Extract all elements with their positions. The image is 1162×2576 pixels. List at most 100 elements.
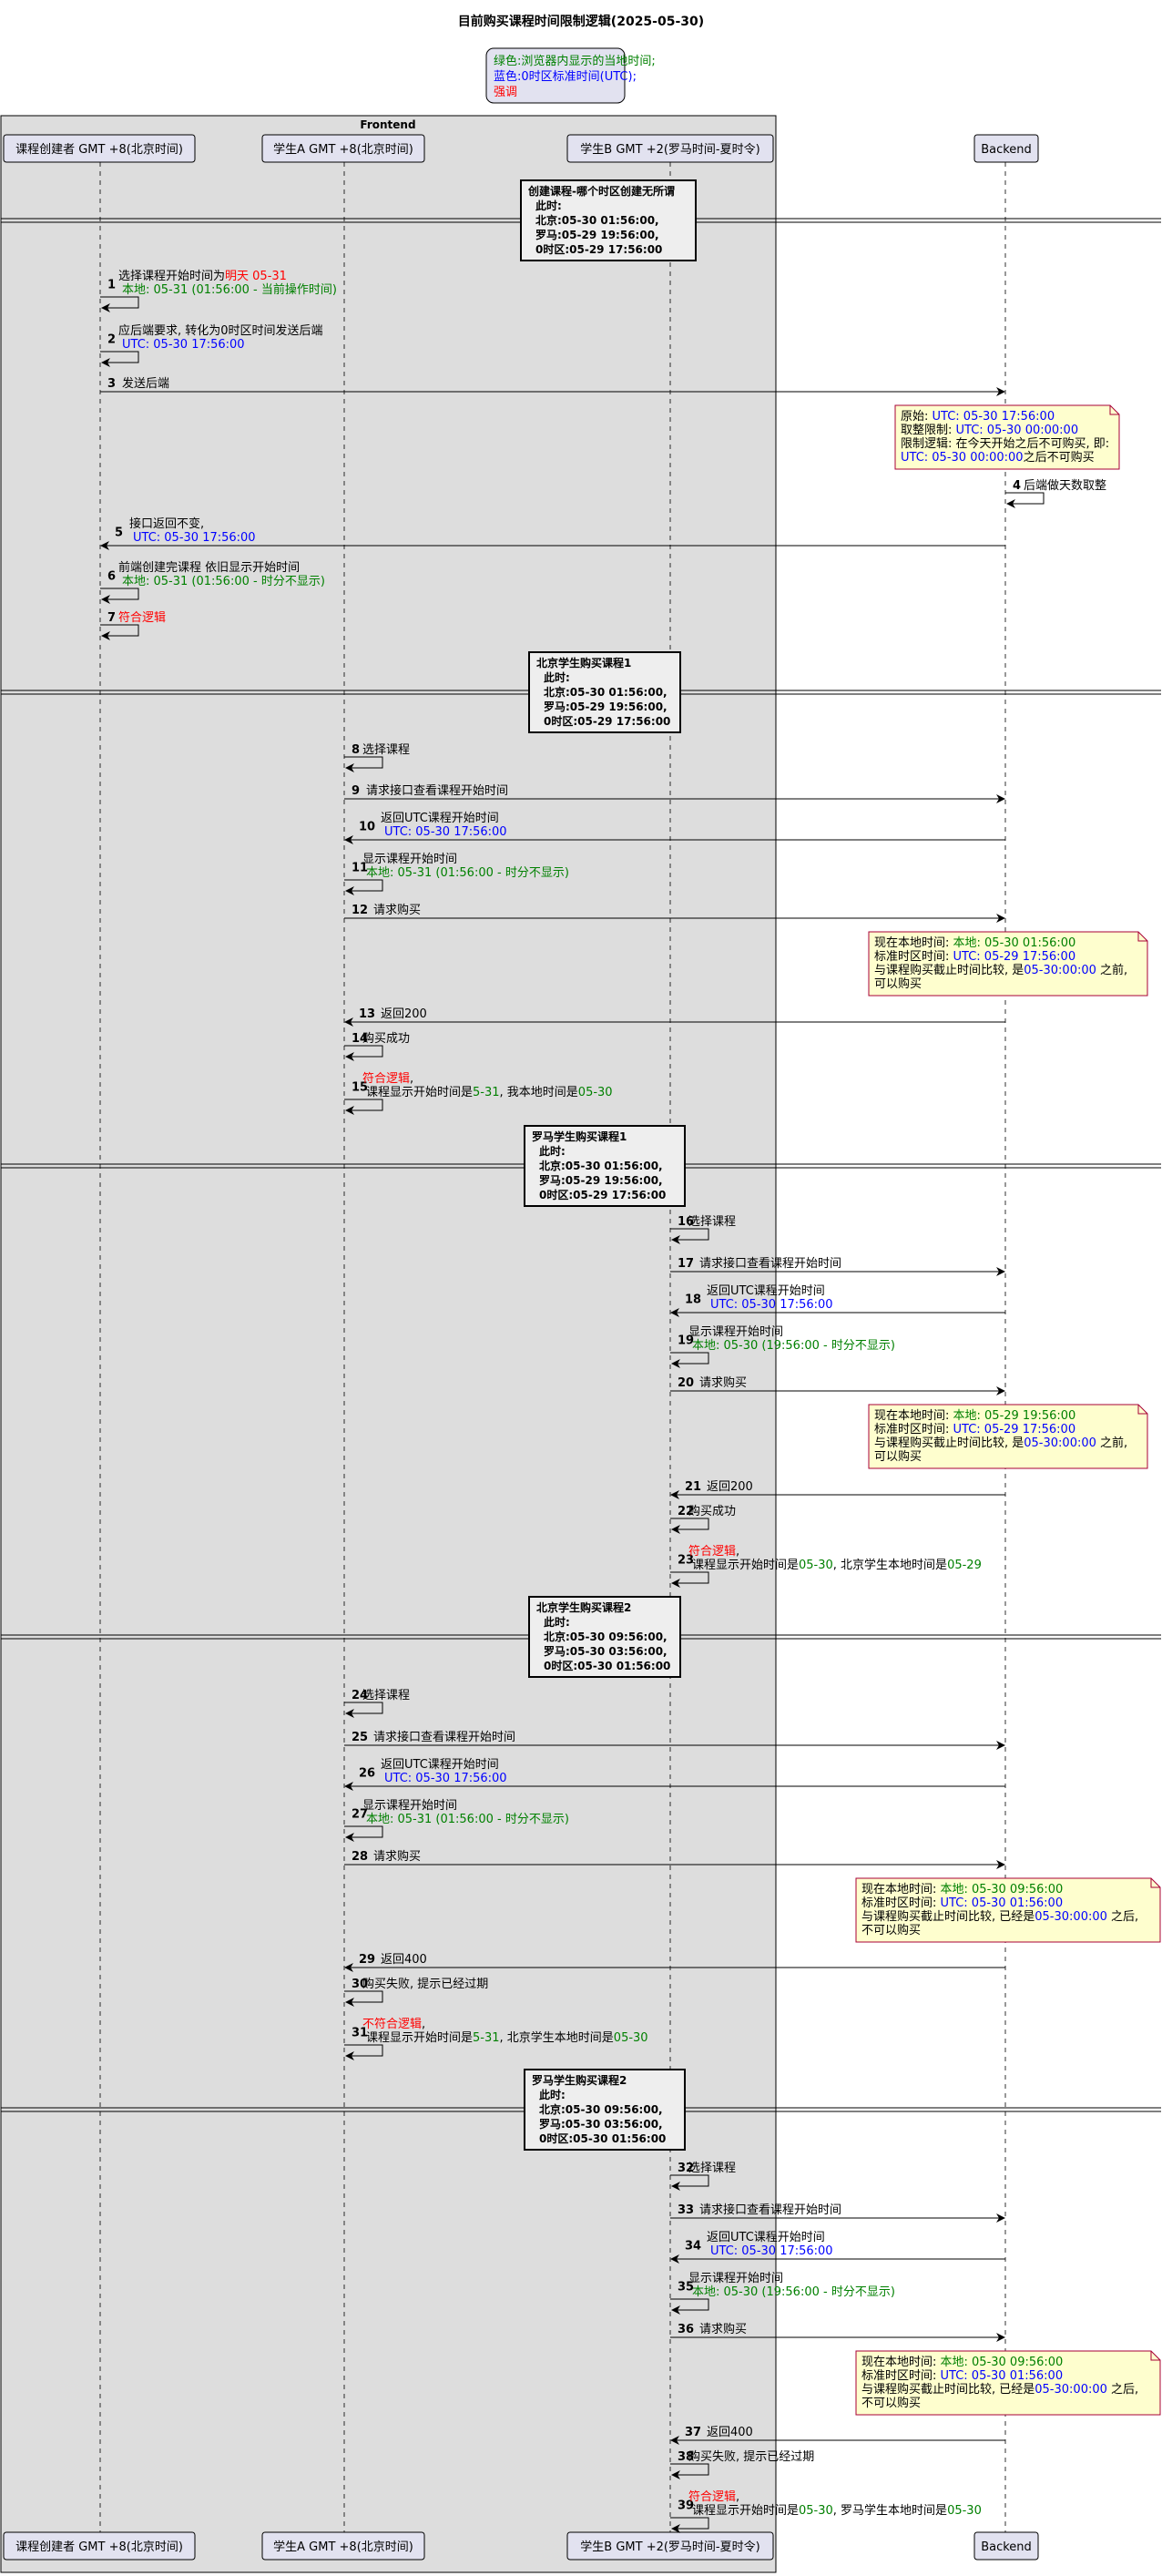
- text-segment: 发送后端: [122, 376, 169, 391]
- text-segment: UTC: 05-30 17:56:00: [133, 531, 256, 545]
- message-number: 20: [678, 1376, 694, 1390]
- text-segment: 返回UTC课程开始时间: [381, 812, 499, 825]
- message-number: 34: [685, 2240, 701, 2254]
- text-segment: 明天 05-31: [225, 270, 287, 283]
- message-number: 6: [107, 570, 116, 584]
- text-segment: ,: [736, 1545, 739, 1559]
- message-number: 23: [678, 1554, 694, 1568]
- text-segment: 请求购买: [373, 903, 421, 917]
- message-label: 符合逻辑,课程显示开始时间是05-30, 北京学生本地时间是05-29: [688, 1544, 982, 1572]
- text-segment: UTC: 05-30 17:56:00: [384, 825, 507, 839]
- text-segment: 之前,: [1096, 1436, 1127, 1450]
- text-segment: UTC: 05-30 00:00:00: [901, 451, 1024, 465]
- text-segment: 显示课程开始时间: [362, 1799, 457, 1813]
- text-segment: 后端做天数取整: [1024, 479, 1106, 493]
- participant-stuA-bottom: 学生A GMT +8(北京时间): [261, 2531, 425, 2561]
- text-segment: 标准时区时间:: [874, 1423, 953, 1436]
- text-segment: 返回200: [381, 1007, 427, 1021]
- text-segment: 不符合逻辑: [362, 2017, 422, 2031]
- text-segment: 5-31: [473, 2031, 500, 2045]
- message-label: 选择课程: [688, 1215, 736, 1229]
- text-segment: 选择课程: [688, 2162, 736, 2175]
- message-number: 30: [352, 1978, 368, 1991]
- message-number: 35: [678, 2281, 694, 2295]
- message-label: 显示课程开始时间本地: 05-30 (19:56:00 - 时分不显示): [688, 1325, 895, 1353]
- legend-item: 强调: [494, 86, 517, 99]
- message-label: 不符合逻辑,课程显示开始时间是5-31, 北京学生本地时间是05-30: [362, 2017, 648, 2045]
- message-label: 请求购买: [373, 1849, 421, 1864]
- text-segment: 符合逻辑: [688, 1544, 736, 1559]
- message-label: 显示课程开始时间本地: 05-31 (01:56:00 - 时分不显示): [362, 853, 569, 880]
- text-segment: 现在本地时间:: [874, 1409, 953, 1423]
- message-label: 请求接口查看课程开始时间: [366, 783, 508, 798]
- legend: 绿色:浏览器内显示的当地时间;蓝色:0时区标准时间(UTC);强调: [485, 47, 656, 104]
- text-segment: , 北京学生本地时间是: [500, 2030, 614, 2045]
- text-segment: 请求接口查看课程开始时间: [699, 2203, 841, 2217]
- message-number: 15: [352, 1081, 368, 1095]
- message-number: 38: [678, 2450, 694, 2464]
- legend-text: 绿色:浏览器内显示的当地时间;蓝色:0时区标准时间(UTC);强调: [494, 54, 656, 99]
- message-number: 5: [115, 526, 123, 540]
- text-segment: 之后,: [1107, 2383, 1138, 2397]
- message-number: 9: [352, 784, 360, 798]
- message-number: 24: [352, 1689, 368, 1702]
- text-segment: 选择课程: [362, 743, 410, 757]
- message-label: 符合逻辑,课程显示开始时间是5-31, 我本地时间是05-30: [362, 1071, 613, 1099]
- text-segment: 符合逻辑: [362, 1071, 410, 1086]
- text-segment: 05-29: [947, 1559, 982, 1572]
- text-segment: 课程显示开始时间是: [692, 1559, 799, 1572]
- divider-text: 创建课程-哪个时区创建无所谓此时:北京:05-30 01:56:00,罗马:05…: [527, 184, 675, 256]
- message-label: 选择课程: [688, 2162, 736, 2175]
- message-label: 选择课程: [362, 1689, 410, 1702]
- message-number: 19: [678, 1334, 694, 1348]
- message-label: 返回400: [381, 1953, 427, 1967]
- text-segment: 本地: 05-31 (01:56:00 - 时分不显示): [366, 1813, 569, 1826]
- message-number: 29: [359, 1953, 375, 1967]
- text-segment: , 北京学生本地时间是: [833, 1558, 947, 1572]
- dividers-layer: 创建课程-哪个时区创建无所谓此时:北京:05-30 01:56:00,罗马:05…: [1, 179, 1161, 2151]
- participant-label: Backend: [981, 2540, 1032, 2554]
- message-label: 发送后端: [122, 376, 169, 391]
- text-segment: 接口返回不变,: [129, 516, 204, 531]
- message-label: 返回400: [707, 2426, 753, 2439]
- text-segment: 显示课程开始时间: [688, 1325, 783, 1339]
- text-segment: UTC: 05-30 00:00:00: [956, 424, 1079, 437]
- text-segment: 课程显示开始时间是: [366, 1086, 473, 1099]
- participant-creator-top: 课程创建者 GMT +8(北京时间): [3, 134, 196, 163]
- text-segment: 标准时区时间:: [861, 1896, 941, 1910]
- message-number: 22: [678, 1505, 694, 1518]
- text-segment: ,: [736, 2490, 739, 2504]
- text-segment: 与课程购买截止时间比较, 已经是: [861, 1909, 1035, 1924]
- text-segment: 可以购买: [874, 976, 922, 991]
- message-number: 37: [685, 2426, 701, 2439]
- text-segment: 返回200: [707, 1480, 753, 1494]
